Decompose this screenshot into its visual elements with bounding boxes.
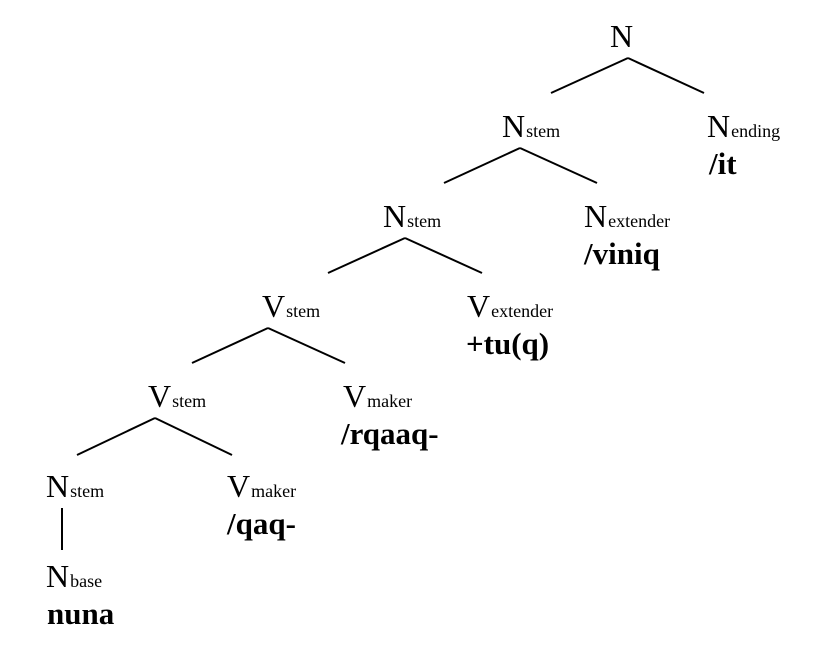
branch-nstem1-left [443,147,521,184]
branch-vstem2-left [76,417,156,456]
node-n-ending: Nending [707,108,781,144]
branch-root-left [550,57,629,94]
morpheme-tuq: +tu(q) [466,326,550,361]
morpheme-nuna: nuna [47,596,115,631]
branch-nstem2-left [327,237,406,274]
node-n-base: Nbase [46,558,103,594]
node-v-stem-1: Vstem [262,288,321,324]
node-v-extender: Vextender [467,288,554,324]
branch-root-right [627,57,705,94]
node-v-stem-2: Vstem [148,378,207,414]
branch-vstem1-left [191,327,269,364]
node-n-stem-3: Nstem [46,468,105,504]
branch-vstem2-right [154,417,233,456]
branch-vstem1-right [267,327,346,364]
morpheme-viniq: /viniq [584,236,660,271]
node-n-extender: Nextender [584,198,671,234]
node-n-root: N [610,18,634,54]
node-v-maker-2: Vmaker [227,468,297,504]
node-n-stem-1: Nstem [502,108,561,144]
branch-nstem2-right [404,237,483,274]
node-n-stem-2: Nstem [383,198,442,234]
morpheme-it: /it [709,146,737,181]
branch-nstem1-right [519,147,598,184]
morpheme-rqaaq: /rqaaq- [341,416,439,451]
node-v-maker-1: Vmaker [343,378,413,414]
morpheme-qaq: /qaq- [227,506,296,541]
